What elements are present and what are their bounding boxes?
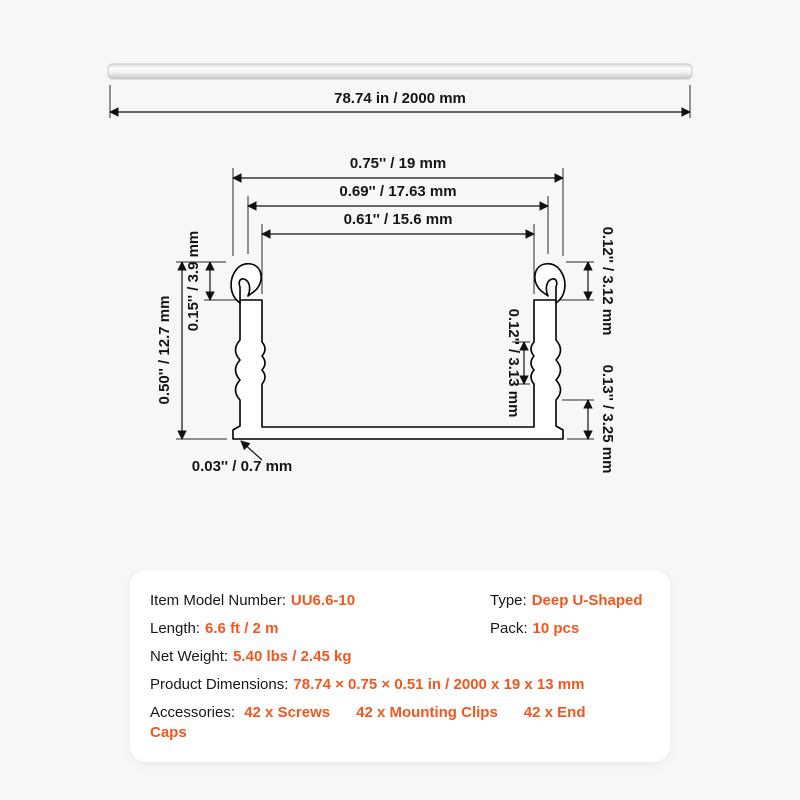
right-middle-height-label: 0.12'' / 3.13 mm bbox=[505, 309, 522, 418]
spec-accessories: Accessories: 42 x Screws 42 x Mounting Cl… bbox=[150, 703, 650, 743]
spec-length: Length:6.6 ft / 2 m bbox=[150, 619, 490, 639]
spec-row-accessories: Accessories: 42 x Screws 42 x Mounting Cl… bbox=[150, 703, 650, 743]
profile-length-bar: 78.74 in / 2000 mm bbox=[107, 63, 693, 118]
model-number-value: UU6.6-10 bbox=[290, 592, 356, 609]
length-value: 6.6 ft / 2 m bbox=[205, 620, 279, 637]
spec-row-weight: Net Weight:5.40 lbs / 2.45 kg bbox=[150, 647, 650, 667]
type-label: Type: bbox=[490, 592, 527, 609]
cross-section-drawing: 0.75'' / 19 mm 0.69'' / 17.63 mm 0.61'' … bbox=[156, 155, 616, 475]
bottom-thickness-leader bbox=[240, 440, 263, 461]
spec-type: Type:Deep U-Shaped bbox=[490, 591, 643, 611]
left-total-height-label: 0.50'' / 12.7 mm bbox=[156, 296, 173, 405]
accessories-screws-value: 42 x Screws bbox=[244, 704, 331, 721]
spec-pack: Pack:10 pcs bbox=[490, 619, 579, 639]
spec-row-model-type: Item Model Number:UU6.6-10 Type:Deep U-S… bbox=[150, 591, 650, 611]
model-number-label: Item Model Number: bbox=[150, 592, 286, 609]
width-outer-label: 0.75'' / 19 mm bbox=[350, 155, 446, 172]
overall-length-label: 78.74 in / 2000 mm bbox=[334, 90, 466, 107]
u-channel-profile-outline bbox=[232, 299, 564, 440]
spec-row-length-pack: Length:6.6 ft / 2 m Pack:10 pcs bbox=[150, 619, 650, 639]
right-bottom-height-label: 0.13'' / 3.25 mm bbox=[599, 365, 616, 474]
right-hook-lip bbox=[534, 262, 566, 304]
pack-value: 10 pcs bbox=[532, 620, 580, 637]
spec-row-dimensions: Product Dimensions:78.74 × 0.75 × 0.51 i… bbox=[150, 675, 650, 695]
spec-model: Item Model Number:UU6.6-10 bbox=[150, 591, 490, 611]
accessories-label: Accessories: bbox=[150, 704, 236, 721]
length-label: Length: bbox=[150, 620, 201, 637]
pack-label: Pack: bbox=[490, 620, 528, 637]
product-dimensions-value: 78.74 × 0.75 × 0.51 in / 2000 x 19 x 13 … bbox=[293, 676, 585, 693]
accessories-endcaps-value: 42 x End Caps bbox=[150, 704, 586, 741]
net-weight-label: Net Weight: bbox=[150, 648, 229, 665]
product-dimensions-label: Product Dimensions: bbox=[150, 676, 289, 693]
spec-card: Item Model Number:UU6.6-10 Type:Deep U-S… bbox=[130, 570, 670, 762]
aluminum-profile-bar bbox=[107, 63, 693, 80]
bottom-thickness-label: 0.03'' / 0.7 mm bbox=[192, 458, 293, 475]
type-value: Deep U-Shaped bbox=[531, 592, 643, 609]
spec-weight: Net Weight:5.40 lbs / 2.45 kg bbox=[150, 647, 352, 667]
dimension-diagram: 78.74 in / 2000 mm bbox=[107, 63, 693, 475]
width-middle-label: 0.69'' / 17.63 mm bbox=[339, 183, 456, 200]
accessories-clips-value: 42 x Mounting Clips bbox=[356, 704, 498, 721]
width-inner-label: 0.61'' / 15.6 mm bbox=[344, 211, 453, 228]
left-hook-lip bbox=[230, 262, 262, 304]
net-weight-value: 5.40 lbs / 2.45 kg bbox=[233, 648, 352, 665]
left-lip-height-label: 0.15'' / 3.9 mm bbox=[185, 231, 202, 332]
right-top-height-label: 0.12'' / 3.12 mm bbox=[599, 227, 616, 336]
dimension-lines bbox=[177, 173, 593, 461]
spec-dimensions: Product Dimensions:78.74 × 0.75 × 0.51 i… bbox=[150, 675, 584, 695]
